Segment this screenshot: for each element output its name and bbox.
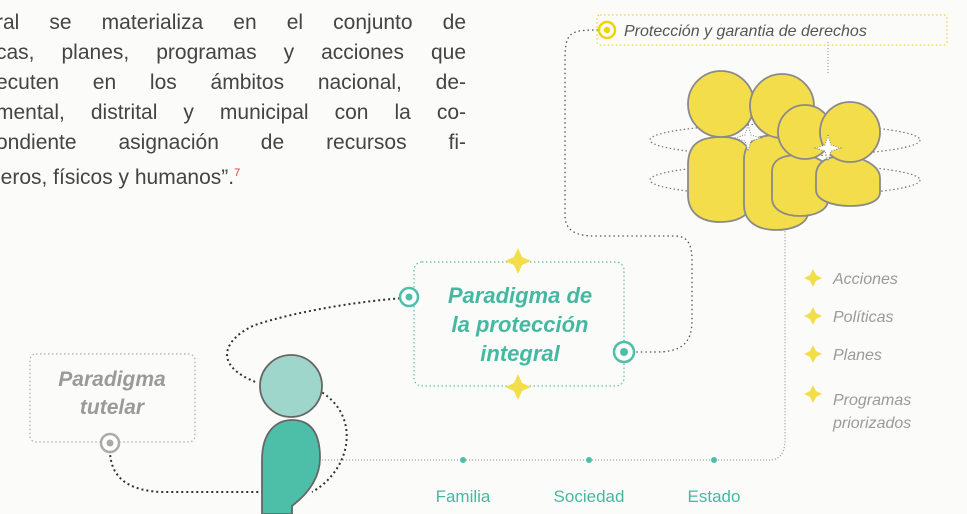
action-item-priorizados: priorizados — [832, 415, 911, 432]
action-item-planes: Planes — [833, 347, 882, 364]
action-list: Acciones Políticas Planes Programas prio… — [804, 269, 911, 432]
action-item-programas: Programas — [833, 392, 911, 409]
actor-family-label: Familia — [436, 487, 491, 506]
action-item-politicas: Políticas — [833, 309, 893, 326]
sparkle-icon — [733, 123, 763, 153]
paragraph-line: mental, distrital y municipal con la co- — [0, 101, 466, 124]
integral-box-line2: la protección — [452, 312, 589, 337]
target-dot — [620, 348, 628, 356]
family-group-icon — [687, 70, 881, 231]
paragraph-line: cas, planes, programas y acciones que — [0, 41, 466, 64]
star-bullet-icon — [804, 345, 822, 363]
rights-target-icon-dot — [603, 26, 611, 34]
tutelar-box-line2: tutelar — [80, 396, 146, 419]
tutelar-paradigm-box — [29, 353, 196, 443]
target-dot — [106, 439, 114, 447]
tutelar-box-line1: Paradigma — [58, 368, 166, 391]
connector-person-loop — [311, 389, 348, 493]
target-dot — [405, 293, 413, 301]
intro-paragraph: ral se materializa en el conjunto de cas… — [0, 8, 466, 193]
paragraph-last-line: ieros, físicos y humanos”.7 — [0, 158, 466, 193]
star-top-icon — [505, 248, 531, 274]
star-bullet-icon — [804, 385, 822, 403]
society-dot-icon — [586, 457, 592, 463]
family-dot-icon — [460, 457, 466, 463]
footnote-marker[interactable]: 7 — [234, 167, 241, 179]
sparkle-icon — [813, 133, 843, 163]
connector-top — [564, 29, 693, 353]
action-item-acciones: Acciones — [832, 271, 898, 288]
connector-tutelar — [109, 449, 262, 493]
star-bullet-icon — [804, 307, 822, 325]
star-bullet-icon — [804, 269, 822, 287]
star-bottom-icon — [505, 374, 531, 400]
rights-label-box — [596, 14, 948, 46]
rights-label: Protección y garantia de derechos — [624, 23, 867, 40]
integral-box-line1: Paradigma de — [448, 283, 592, 308]
integral-box-line3: integral — [480, 341, 560, 366]
paragraph-line: ral se materializa en el conjunto de — [0, 11, 466, 34]
actor-state-label: Estado — [688, 487, 741, 506]
actor-society-label: Sociedad — [554, 487, 625, 506]
paragraph-line: ieros, físicos y humanos”. — [0, 166, 235, 189]
paragraph-line: ondiente asignación de recursos fi- — [0, 131, 466, 154]
paragraph-line: ecuten en los ámbitos nacional, de- — [0, 71, 466, 94]
state-dot-icon — [711, 457, 717, 463]
child-person-icon — [259, 354, 323, 514]
